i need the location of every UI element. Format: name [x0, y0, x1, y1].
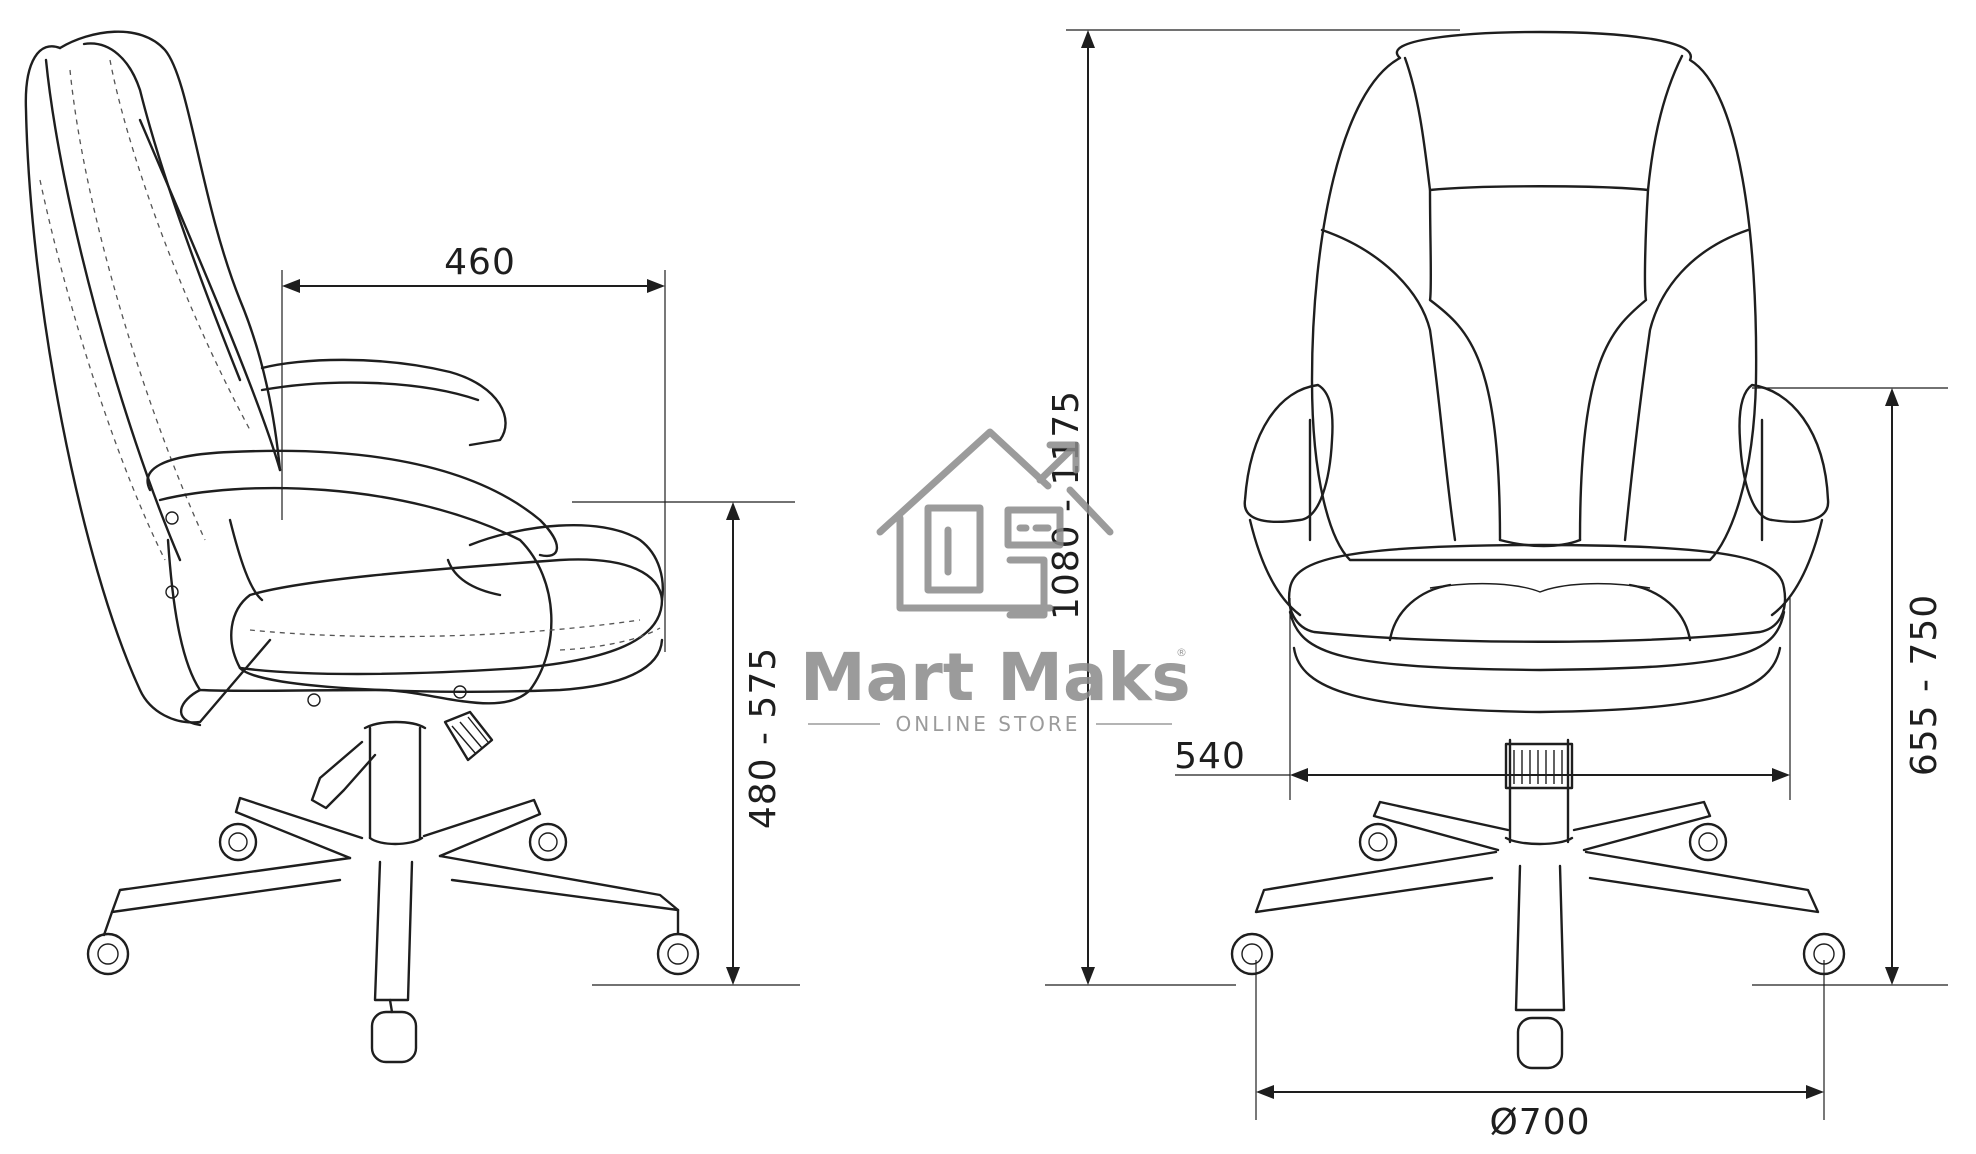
- seat-width-label: 540: [1174, 736, 1246, 777]
- front-view-chair: [1230, 30, 1846, 1070]
- registered-mark: ®: [1176, 646, 1187, 659]
- seat-height-label: 480 - 575: [743, 647, 784, 829]
- side-view-chair: [24, 30, 700, 1064]
- base-diameter-label: Ø700: [1489, 1102, 1590, 1143]
- dimension-lines: [281, 29, 1948, 1120]
- brand-name: Mart Maks: [800, 639, 1191, 716]
- tagline: ONLINE STORE: [896, 712, 1081, 736]
- watermark-logo: Mart Maks ® ONLINE STORE: [800, 428, 1191, 736]
- house-icon: [876, 428, 1114, 619]
- armrest-height-label: 655 - 750: [1904, 594, 1945, 776]
- seat-depth-label: 460: [444, 242, 516, 283]
